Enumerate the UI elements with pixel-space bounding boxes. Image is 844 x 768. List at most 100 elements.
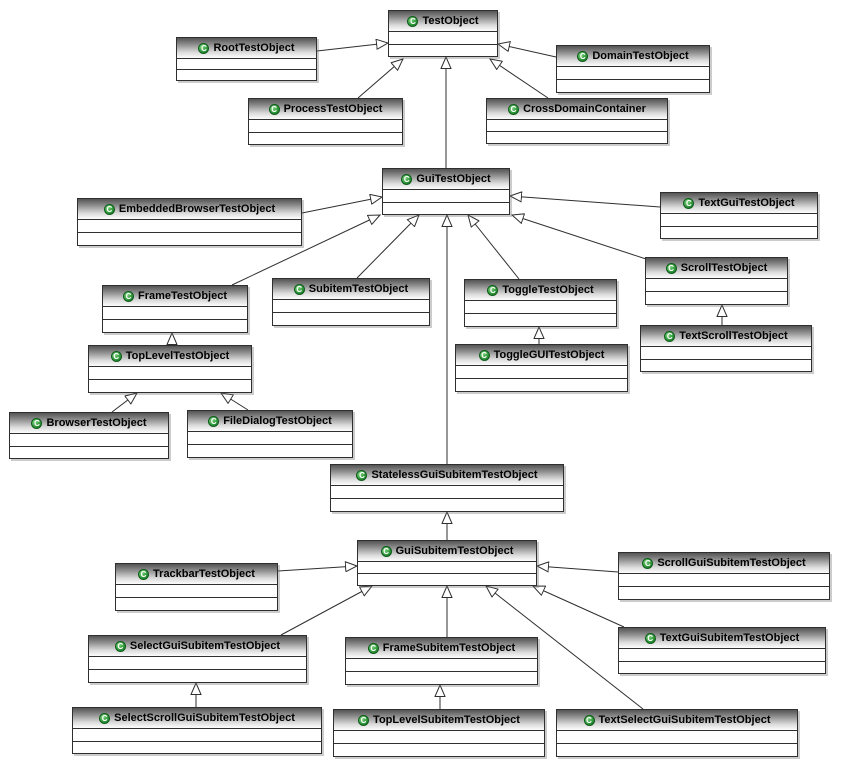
edge-SubitemTestObject-extends-GuiTestObject	[356, 215, 419, 279]
fields-compartment	[383, 190, 509, 202]
class-icon: C	[138, 568, 150, 580]
methods-compartment	[465, 313, 616, 326]
fields-compartment	[10, 434, 168, 446]
class-icon: C	[508, 103, 520, 115]
fields-compartment	[116, 585, 277, 597]
fields-compartment	[89, 657, 306, 669]
fields-compartment	[78, 220, 301, 232]
methods-compartment	[646, 291, 787, 304]
class-icon: C	[356, 469, 368, 481]
methods-compartment	[249, 131, 402, 144]
edge-DomainTestObject-extends-TestObject	[498, 44, 557, 58]
methods-compartment	[389, 43, 497, 56]
methods-compartment	[177, 69, 316, 80]
edge-TextGuiSubitemTestObject-extends-GuiSubitemTestObject	[533, 586, 625, 628]
methods-compartment	[619, 660, 825, 673]
fields-compartment	[331, 486, 563, 498]
methods-compartment	[661, 225, 817, 238]
fields-compartment	[273, 300, 429, 312]
class-title: RootTestObject	[213, 42, 295, 54]
fields-compartment	[487, 120, 667, 131]
class-title: SubitemTestObject	[308, 283, 409, 295]
class-icon: C	[407, 15, 419, 27]
fields-compartment	[557, 67, 709, 79]
class-title: BrowserTestObject	[46, 417, 147, 429]
edge-ToggleTestObject-extends-GuiTestObject	[468, 215, 520, 280]
class-title: GuiTestObject	[416, 173, 491, 185]
methods-compartment	[456, 378, 627, 391]
class-title: SelectGuiSubitemTestObject	[129, 640, 281, 652]
class-title: TestObject	[422, 15, 479, 27]
class-title: SelectScrollGuiSubitemTestObject	[114, 712, 295, 724]
class-icon: C	[683, 197, 695, 209]
methods-compartment	[89, 669, 306, 682]
class-title: TopLevelTestObject	[125, 350, 230, 362]
class-icon: C	[208, 415, 220, 427]
methods-compartment	[331, 498, 563, 511]
methods-compartment	[334, 743, 544, 756]
edge-ScrollGuiSubitemTestObject-extends-GuiSubitemTestObject	[537, 566, 619, 573]
class-icon: C	[31, 417, 43, 429]
methods-compartment	[103, 319, 247, 332]
methods-compartment	[188, 444, 352, 457]
fields-compartment	[358, 562, 536, 573]
class-icon: C	[478, 349, 490, 361]
methods-compartment	[89, 379, 251, 392]
class-title: FrameTestObject	[137, 290, 228, 302]
